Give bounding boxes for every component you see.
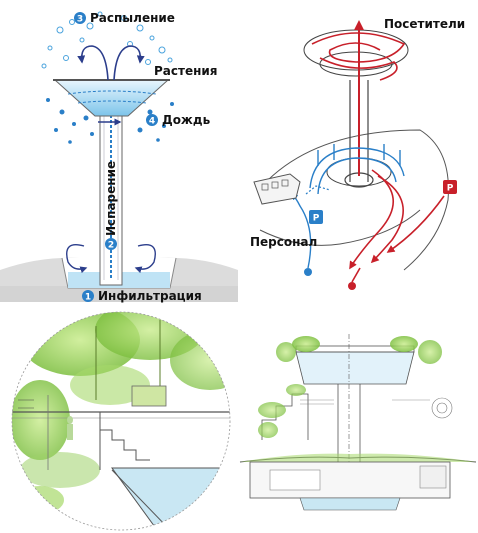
staff-label: Персонал — [250, 235, 317, 249]
parking-badge-staff-label: P — [313, 214, 320, 224]
circulation-diagram: P P Посетители Персонал — [250, 17, 465, 290]
rain-number: 4 — [149, 117, 155, 127]
ground-strip — [0, 286, 238, 302]
evaporation-number: 2 — [108, 241, 114, 251]
staff-start-dot — [304, 268, 312, 276]
water-cycle-diagram: 3 Распыление Растения 4 Дождь 2 Испарени… — [0, 11, 238, 303]
service-building — [253, 173, 301, 205]
rain-droplets — [46, 98, 174, 144]
parking-badge-visitors-label: P — [447, 184, 454, 194]
visitors-label: Посетители — [384, 17, 465, 31]
infiltration-number: 1 — [85, 293, 91, 303]
building-section-drawing — [239, 334, 477, 511]
evaporation-label: Испарение — [104, 161, 118, 236]
visitor-start-dot — [348, 282, 356, 290]
spray-number: 3 — [77, 15, 83, 25]
infiltration-label: Инфильтрация — [98, 289, 202, 303]
parking-badge-visitors — [443, 180, 457, 194]
section-detail-circle — [11, 311, 231, 531]
plants-label: Растения — [154, 64, 218, 78]
spray-label: Распыление — [90, 11, 175, 25]
rain-label: Дождь — [162, 113, 211, 127]
spray-droplets — [41, 11, 173, 69]
parking-badge-staff — [309, 210, 323, 224]
